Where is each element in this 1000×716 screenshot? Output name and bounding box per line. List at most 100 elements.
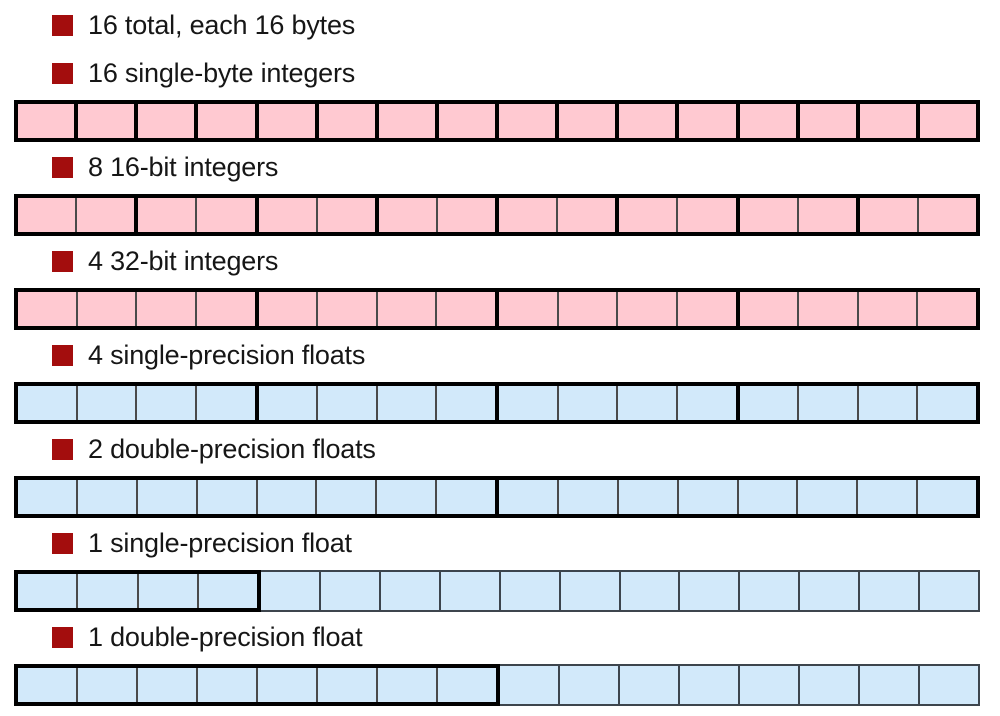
bullet-square-icon [52, 532, 73, 554]
byte-cell [196, 668, 256, 702]
byte-cell [378, 198, 436, 232]
byte-cell [499, 198, 557, 232]
lane-group [679, 100, 740, 142]
byte-cell [195, 480, 256, 514]
byte-cell [736, 480, 797, 514]
byte-cell [556, 480, 617, 514]
byte-cell [18, 198, 76, 232]
byte-cell [739, 198, 797, 232]
byte-cell [679, 104, 736, 138]
register-section: 8 16-bit integers [0, 150, 1000, 236]
byte-cell [916, 386, 976, 420]
byte-cell [76, 574, 137, 608]
byte-cell [919, 104, 976, 138]
register-bar [14, 664, 980, 706]
byte-cell [436, 668, 496, 702]
byte-cell [258, 198, 316, 232]
byte-cell [435, 480, 495, 514]
lane-group [739, 100, 800, 142]
byte-cell [616, 386, 676, 420]
byte-cell [258, 104, 315, 138]
byte-cell [136, 668, 196, 702]
byte-cell [194, 386, 255, 420]
register-section: 1 double-precision float [0, 620, 1000, 706]
byte-cell [558, 572, 619, 610]
byte-cell [435, 386, 495, 420]
lane-group [14, 100, 79, 142]
section-bullet-line: 1 single-precision float [52, 526, 1000, 560]
byte-cell [916, 480, 976, 514]
byte-cell [918, 666, 978, 704]
byte-cell [499, 104, 556, 138]
sections: 16 single-byte integers 8 16-bit integer… [0, 56, 1000, 706]
byte-cell [499, 386, 557, 420]
byte-cell [75, 292, 136, 326]
section-bullet-line: 4 single-precision floats [52, 338, 1000, 372]
byte-cell [438, 572, 499, 610]
lane-group [619, 194, 740, 236]
register-section: 1 single-precision float [0, 526, 1000, 612]
byte-cell [375, 386, 436, 420]
bullet-square-icon [52, 250, 73, 272]
lane-group [14, 664, 500, 706]
byte-cell [859, 198, 917, 232]
byte-cell [315, 198, 375, 232]
byte-cell [799, 104, 856, 138]
register-bar [14, 288, 980, 330]
byte-cell [138, 198, 196, 232]
byte-cell [556, 386, 617, 420]
lane-group [739, 382, 980, 424]
byte-cell [256, 668, 316, 702]
register-bar [14, 476, 980, 518]
byte-cell [499, 292, 557, 326]
lane-group [14, 382, 259, 424]
byte-cell [739, 104, 796, 138]
byte-cell [859, 104, 916, 138]
byte-cell [375, 292, 436, 326]
section-bullet-line: 16 single-byte integers [52, 56, 1000, 90]
byte-cell [556, 198, 616, 232]
byte-cell [558, 666, 618, 704]
byte-cell [619, 198, 677, 232]
byte-cell [675, 386, 736, 420]
byte-cell [18, 480, 76, 514]
byte-cell [856, 292, 917, 326]
bullet-square-icon [52, 438, 73, 460]
byte-cell [858, 572, 919, 610]
register-section: 2 double-precision floats [0, 432, 1000, 518]
lane-group [258, 194, 379, 236]
byte-cell [676, 480, 737, 514]
byte-cell [556, 292, 617, 326]
byte-cell [500, 666, 558, 704]
byte-cell [316, 668, 376, 702]
byte-cell [675, 292, 736, 326]
byte-cell [78, 104, 135, 138]
byte-cell [75, 480, 136, 514]
byte-cell [75, 198, 135, 232]
lane-group [559, 100, 620, 142]
bullet-square-icon [52, 14, 73, 36]
byte-cell [796, 480, 857, 514]
lane-group [14, 476, 499, 518]
byte-cell [435, 198, 495, 232]
byte-cell [798, 572, 859, 610]
bullet-label: 16 total, each 16 bytes [88, 9, 356, 40]
lane-group [499, 100, 560, 142]
lane-group [14, 570, 261, 612]
byte-cell [376, 668, 436, 702]
byte-cell [18, 292, 76, 326]
register-bar [14, 570, 980, 612]
byte-cell [796, 198, 856, 232]
lane-group [378, 194, 499, 236]
byte-cell [739, 386, 798, 420]
byte-cell [194, 292, 255, 326]
byte-cell [559, 104, 616, 138]
byte-cell [619, 104, 676, 138]
lane-group [78, 100, 139, 142]
unused-lanes [261, 570, 980, 612]
byte-cell [75, 386, 136, 420]
byte-cell [135, 292, 195, 326]
bullet-label: 4 32-bit integers [88, 245, 279, 276]
byte-cell [435, 292, 495, 326]
bullet-label: 8 16-bit integers [88, 151, 279, 182]
